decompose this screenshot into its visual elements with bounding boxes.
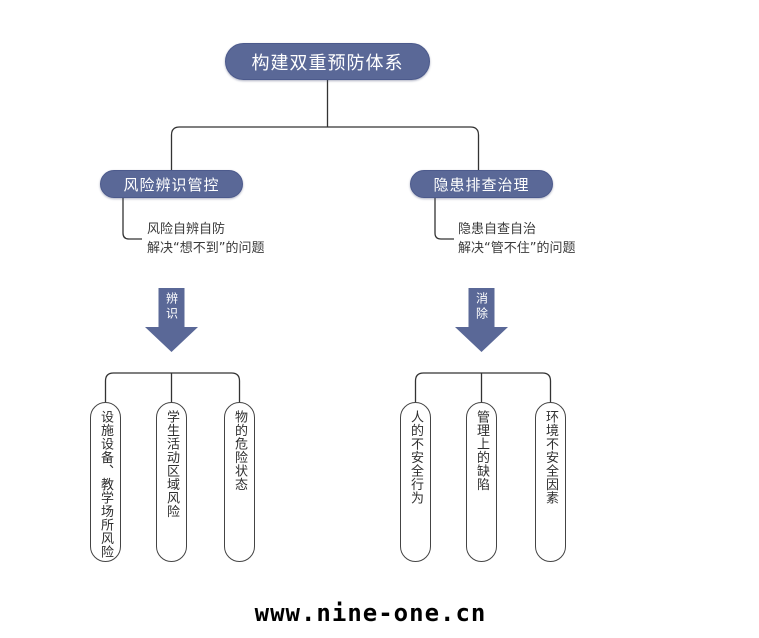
- arrow-label-identify: 辨识: [164, 292, 179, 322]
- desc-line: 解决“想不到”的问题: [147, 241, 265, 256]
- desc-line: 隐患自查自治: [458, 222, 537, 237]
- branch-description-left: 风险自辨自防 解决“想不到”的问题: [147, 220, 264, 258]
- leaf-label: 环境不安全因素: [543, 410, 558, 505]
- leaf-pill-object-danger-state: 物的危险状态: [224, 402, 255, 562]
- root-node: 构建双重预防体系: [225, 43, 430, 80]
- leaf-label: 物的危险状态: [232, 410, 247, 491]
- leaf-pill-environment-factor: 环境不安全因素: [535, 402, 566, 562]
- arrow-label-eliminate: 消除: [474, 292, 489, 322]
- leaf-label: 管理上的缺陷: [474, 410, 489, 491]
- desc-line: 风险自辨自防: [147, 222, 226, 237]
- leaf-label: 人的不安全行为: [408, 410, 423, 505]
- desc-line: 解决“管不住”的问题: [458, 241, 576, 256]
- leaf-pill-management-defect: 管理上的缺陷: [466, 402, 497, 562]
- branch-node-risk-control: 风险辨识管控: [100, 170, 243, 198]
- leaf-pill-facilities-risk: 设施设备、教学场所风险: [90, 402, 121, 562]
- branch-description-right: 隐患自查自治 解决“管不住”的问题: [458, 220, 575, 258]
- leaf-label: 学生活动区域风险: [164, 410, 179, 518]
- branch-node-hazard-treatment: 隐患排查治理: [410, 170, 553, 198]
- watermark-url: www.nine-one.cn: [254, 599, 487, 627]
- leaf-pill-student-area-risk: 学生活动区域风险: [156, 402, 187, 562]
- leaf-pill-unsafe-behavior: 人的不安全行为: [400, 402, 431, 562]
- leaf-label: 设施设备、教学场所风险: [98, 410, 113, 559]
